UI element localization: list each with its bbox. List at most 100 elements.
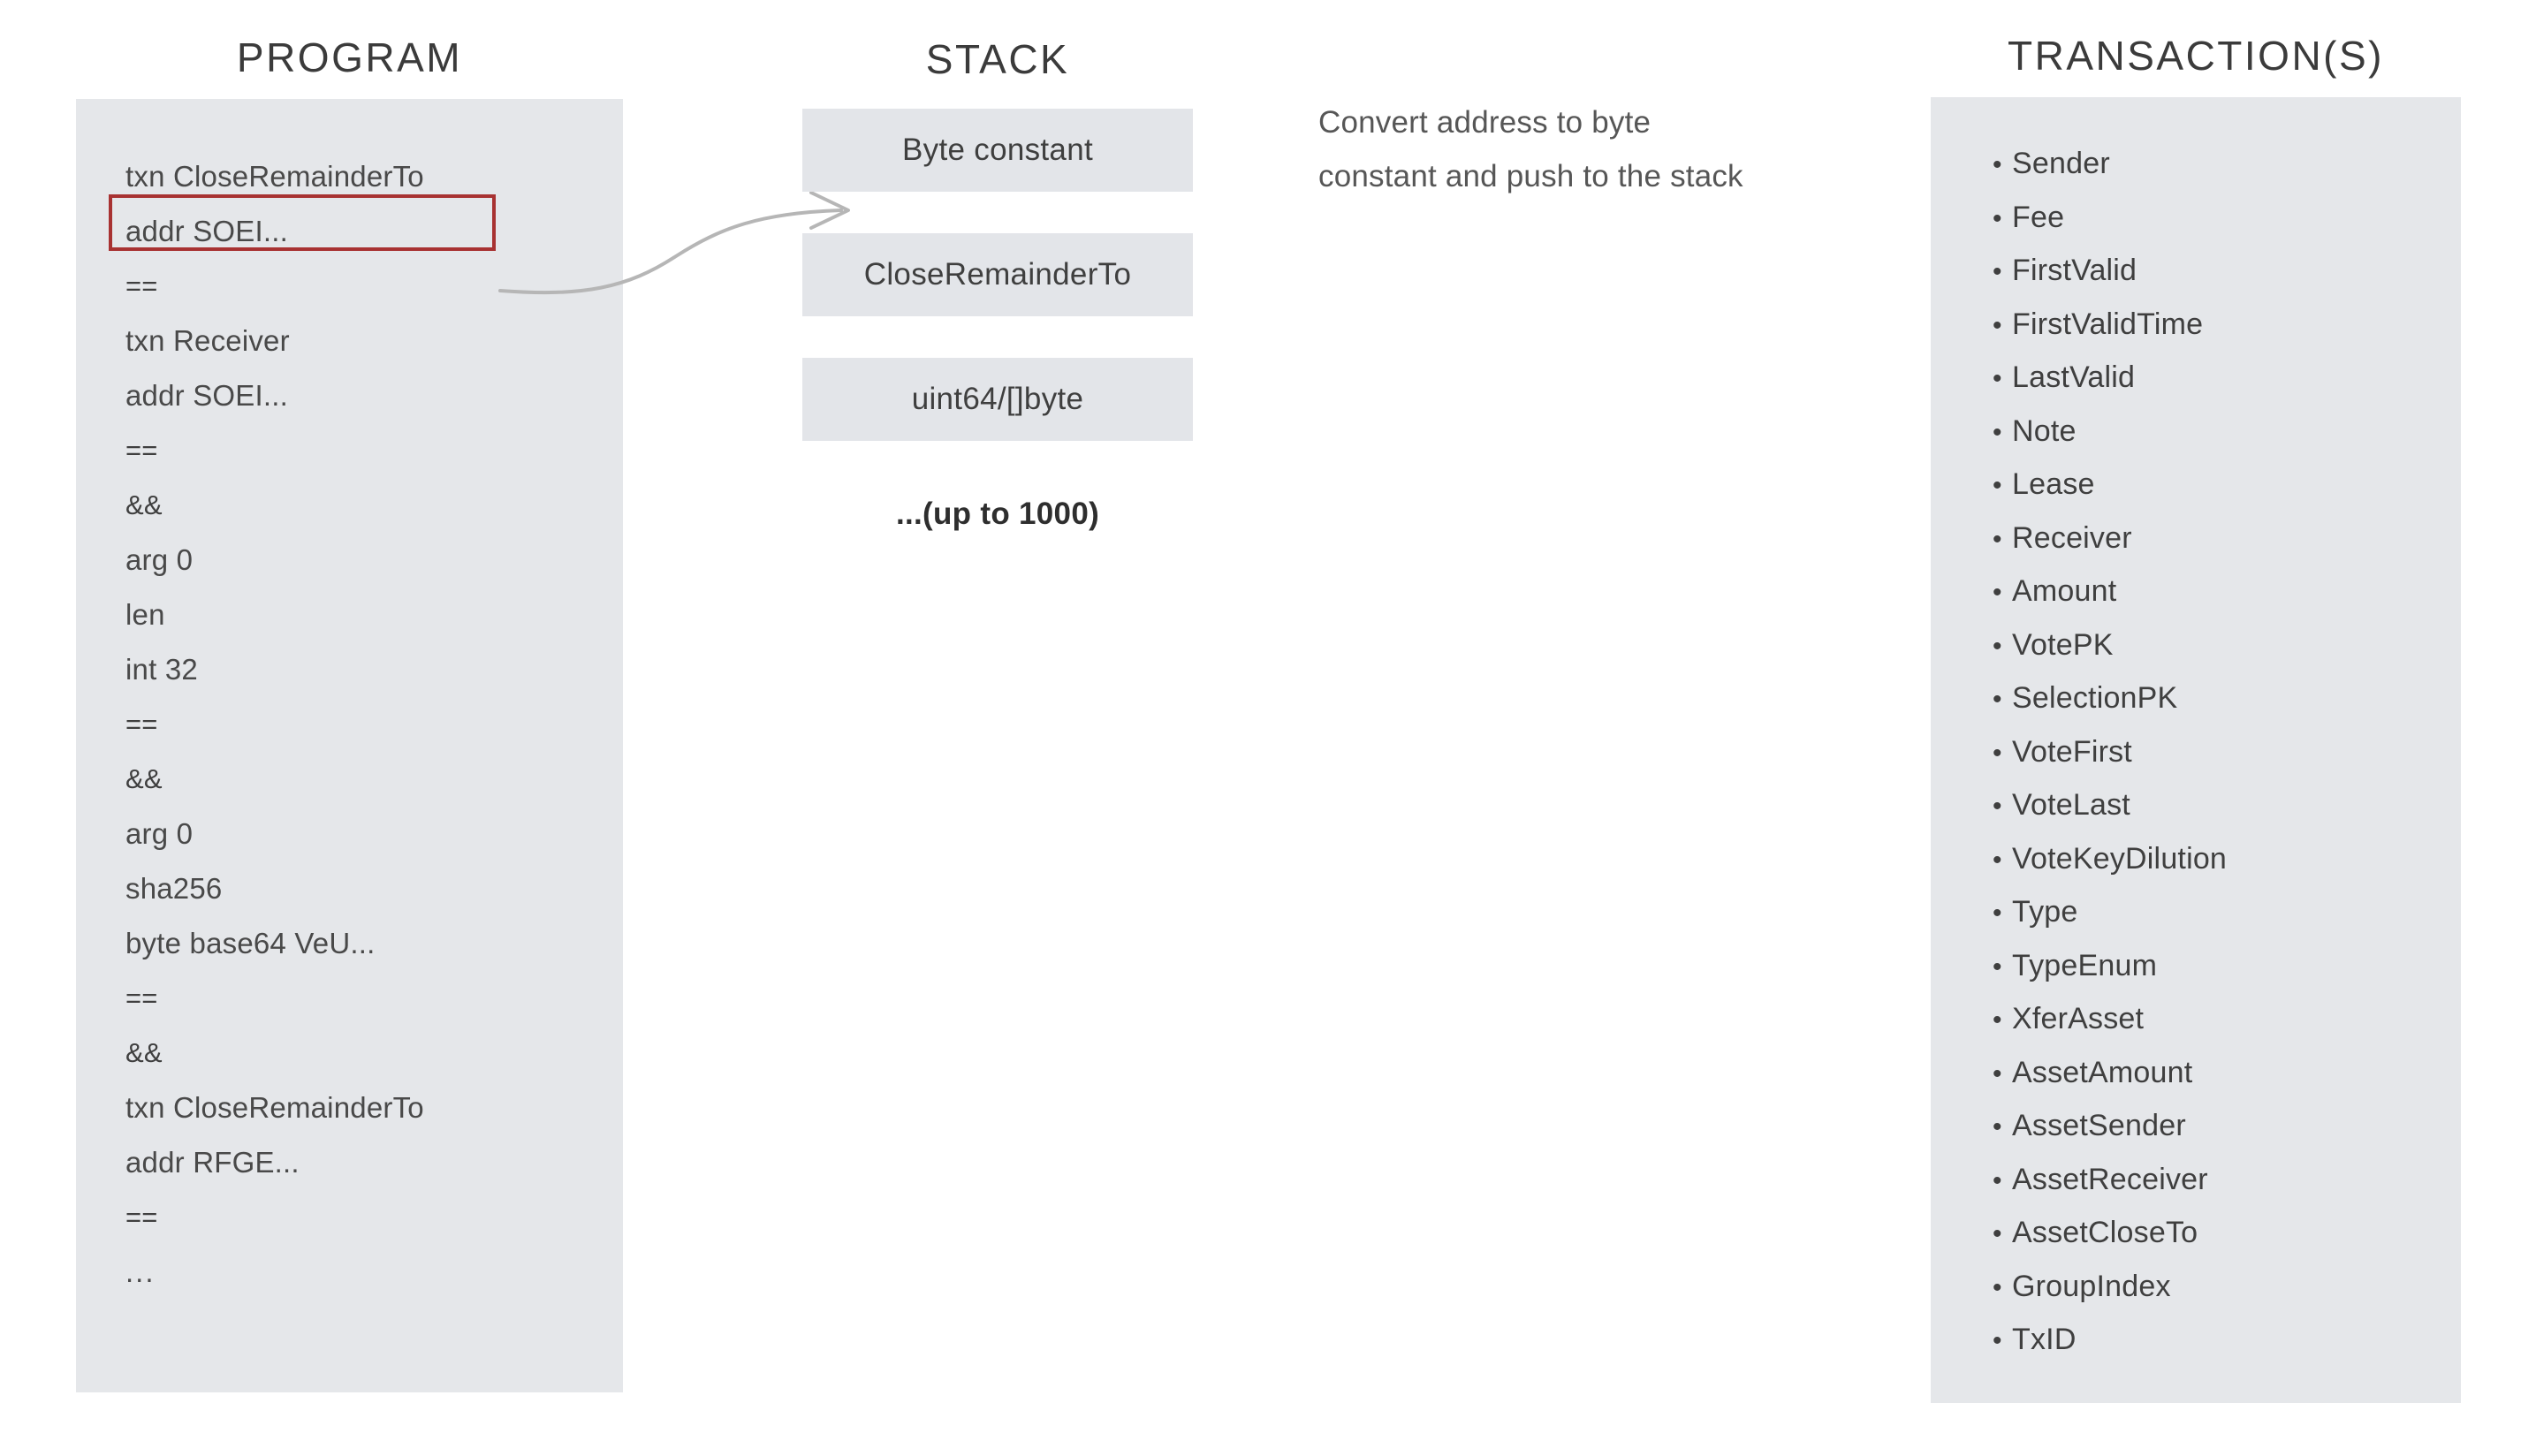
bullet-icon: • bbox=[1993, 792, 2002, 821]
stack-slot-0: Byte constant bbox=[802, 109, 1193, 192]
bullet-icon: • bbox=[1993, 952, 2002, 982]
stack-slot-2: uint64/[]byte bbox=[802, 358, 1193, 441]
program-line: byte base64 VeU... bbox=[125, 927, 376, 959]
bullet-icon: • bbox=[1993, 631, 2002, 661]
transaction-field-label: AssetCloseTo bbox=[2012, 1216, 2198, 1249]
program-line-highlighted: addr SOEI... bbox=[125, 215, 288, 247]
transaction-field-item: •AssetCloseTo bbox=[1993, 1207, 2452, 1261]
bullet-icon: • bbox=[1993, 845, 2002, 875]
stack-slot-label: Byte constant bbox=[902, 133, 1093, 167]
program-line: == bbox=[125, 435, 158, 466]
transaction-field-item: • AssetReceiver bbox=[1993, 1154, 2452, 1208]
transaction-field-label: Note bbox=[2012, 413, 2077, 448]
program-instruction-list: txn CloseRemainderTo addr SOEI... == txn Re… bbox=[125, 149, 585, 1300]
program-line: sha256 bbox=[125, 872, 223, 905]
transaction-field-item: • AssetSender bbox=[1993, 1100, 2452, 1154]
transaction-field-label: SelectionPK bbox=[2012, 681, 2178, 715]
bullet-icon: • bbox=[1993, 1058, 2002, 1088]
program-line: && bbox=[125, 763, 163, 794]
transaction-field-label: AssetReceiver bbox=[2012, 1162, 2208, 1196]
stack-slot-label: CloseRemainderTo bbox=[863, 257, 1132, 292]
program-line: addr RFGE... bbox=[125, 1146, 300, 1179]
transaction-field-label: VoteFirst bbox=[2012, 734, 2132, 769]
transaction-field-label: Type bbox=[2012, 895, 2078, 929]
bullet-icon: • bbox=[1993, 417, 2002, 447]
program-line: == bbox=[125, 982, 158, 1013]
stack-slot-1: CloseRemainderTo bbox=[802, 233, 1193, 316]
transaction-field-label: AssetSender bbox=[2012, 1109, 2186, 1142]
program-line: addr SOEI... bbox=[125, 379, 288, 412]
stack-capacity-note: ...(up to 1000) bbox=[895, 497, 1100, 531]
annotation-line-1: Convert address to byte bbox=[1318, 105, 1651, 140]
transaction-field-item: • TypeEnum bbox=[1993, 940, 2452, 994]
transaction-field-label: FirstValidTime bbox=[2012, 307, 2204, 341]
transaction-field-item: • Receiver bbox=[1993, 512, 2452, 566]
program-line: ... bbox=[125, 1255, 156, 1288]
transaction-field-item: • LastValid bbox=[1993, 352, 2452, 406]
program-line: && bbox=[125, 489, 163, 520]
transaction-field-label: VotePK bbox=[2012, 627, 2114, 662]
program-line: int 32 bbox=[125, 653, 198, 686]
bullet-icon: • bbox=[1993, 310, 2002, 340]
transaction-field-label: TypeEnum bbox=[2012, 948, 2158, 982]
bullet-icon: • bbox=[1993, 578, 2002, 607]
bullet-icon: • bbox=[1993, 471, 2002, 500]
transaction-field-label: Lease bbox=[2012, 467, 2095, 501]
bullet-icon: • bbox=[1993, 524, 2002, 554]
program-line: == bbox=[125, 1202, 158, 1232]
program-line: == bbox=[125, 709, 158, 739]
bullet-icon: • bbox=[1993, 1272, 2002, 1302]
transaction-field-label: Receiver bbox=[2012, 520, 2132, 555]
program-line: txn Receiver bbox=[125, 324, 290, 357]
bullet-icon: • bbox=[1993, 1005, 2002, 1035]
transaction-field-label: VoteKeyDilution bbox=[2012, 841, 2228, 876]
transactions-column-title: TRANSACTION(S) bbox=[2008, 33, 2384, 79]
flow-arrow-icon bbox=[498, 191, 850, 295]
annotation-text: Convert address to byte constant and pus… bbox=[1318, 95, 1813, 203]
stack-column-title: STACK bbox=[925, 36, 1070, 82]
transaction-field-label: VoteLast bbox=[2012, 788, 2130, 822]
transactions-panel bbox=[1931, 97, 2461, 1403]
transaction-field-item: • Lease bbox=[1993, 459, 2452, 512]
program-panel bbox=[76, 99, 623, 1392]
program-line: arg 0 bbox=[125, 543, 194, 576]
transaction-field-item: • VoteLast bbox=[1993, 779, 2452, 833]
transaction-field-item: • VoteKeyDilution bbox=[1993, 833, 2452, 887]
bullet-icon: • bbox=[1993, 899, 2002, 928]
transaction-field-label: LastValid bbox=[2012, 360, 2136, 394]
stack-slot-label: uint64/[]byte bbox=[911, 382, 1084, 416]
transaction-field-item: • VoteFirst bbox=[1993, 726, 2452, 780]
program-line: len bbox=[125, 598, 165, 631]
transaction-field-item: • Fee bbox=[1993, 192, 2452, 246]
transaction-field-item: •FirstValid bbox=[1993, 245, 2452, 299]
bullet-icon: • bbox=[1993, 364, 2002, 393]
transaction-field-item: • XferAsset bbox=[1993, 993, 2452, 1047]
transaction-field-label: GroupIndex bbox=[2012, 1269, 2171, 1303]
transaction-field-item: • GroupIndex bbox=[1993, 1261, 2452, 1315]
transaction-field-list: •Sender•Fee•FirstValid•FirstValidTime•La… bbox=[1993, 138, 2452, 1368]
program-line: arg 0 bbox=[125, 817, 194, 850]
bullet-icon: • bbox=[1993, 1112, 2002, 1141]
transaction-field-label: AssetAmount bbox=[2012, 1055, 2193, 1089]
bullet-icon: • bbox=[1993, 738, 2002, 768]
transaction-field-item: • FirstValidTime bbox=[1993, 299, 2452, 353]
transaction-field-item: • TxID bbox=[1993, 1314, 2452, 1368]
transaction-field-item: • SelectionPK bbox=[1993, 672, 2452, 726]
bullet-icon: • bbox=[1993, 1165, 2002, 1195]
program-line: txn CloseRemainderTo bbox=[125, 1091, 424, 1124]
transaction-field-item: • Amount bbox=[1993, 565, 2452, 619]
bullet-icon: • bbox=[1993, 1326, 2002, 1355]
transaction-field-label: Sender bbox=[2012, 147, 2110, 180]
bullet-icon: • bbox=[1993, 257, 2002, 286]
bullet-icon: • bbox=[1993, 150, 2002, 179]
transaction-field-item: • AssetAmount bbox=[1993, 1047, 2452, 1101]
bullet-icon: • bbox=[1993, 685, 2002, 714]
transaction-field-label: XferAsset bbox=[2012, 1002, 2145, 1035]
bullet-icon: • bbox=[1993, 203, 2002, 233]
annotation-line-2: constant and push to the stack bbox=[1318, 159, 1743, 193]
transaction-field-label: Amount bbox=[2012, 574, 2117, 608]
transaction-field-label: Fee bbox=[2012, 200, 2065, 234]
transaction-field-label: TxID bbox=[2012, 1323, 2077, 1356]
transaction-field-item: • VotePK bbox=[1993, 619, 2452, 673]
program-line: && bbox=[125, 1037, 163, 1068]
